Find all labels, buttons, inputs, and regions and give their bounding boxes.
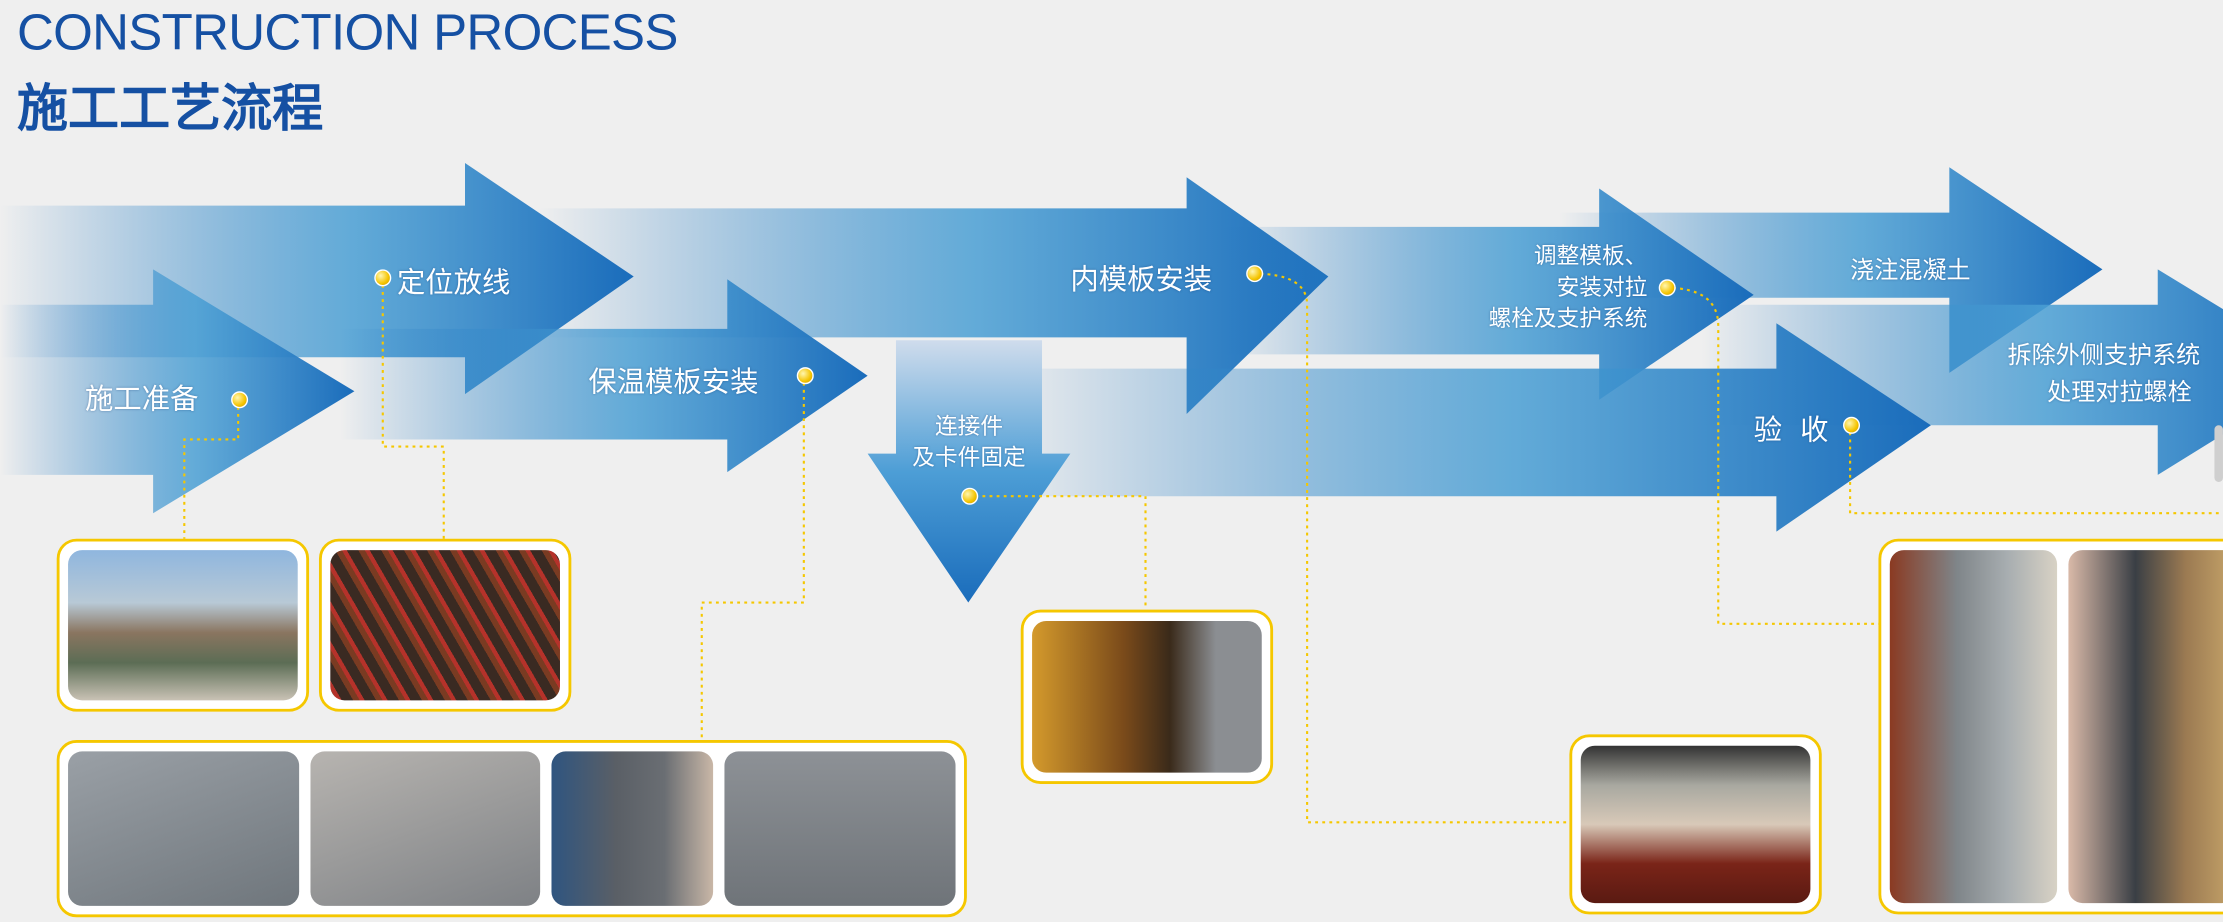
site-photo xyxy=(1032,620,1262,773)
title-english: CONSTRUCTION PROCESS xyxy=(17,2,678,61)
photo-frame-connectors xyxy=(1020,609,1274,784)
photo-frame-adjust xyxy=(1878,538,2223,915)
step-insulation-formwork: 保温模板安装 xyxy=(588,364,759,399)
step-adjust-formwork: 调整模板、 安装对拉 螺栓及支护系统 xyxy=(1432,241,1648,335)
step-marker-dot xyxy=(796,367,814,385)
arrow-insulation xyxy=(340,279,868,473)
site-photo xyxy=(1889,550,2058,904)
step-line: 连接件 xyxy=(934,412,1004,440)
arrow-prepare xyxy=(0,269,355,514)
step-line: 安装对拉 xyxy=(1556,273,1648,301)
photo-frame-insulation xyxy=(56,740,967,918)
site-photo xyxy=(1580,745,1811,904)
title-chinese: 施工工艺流程 xyxy=(17,80,324,139)
arrow-connectors xyxy=(867,340,1071,603)
arrow-inner-formwork xyxy=(538,177,1329,414)
step-remove-support: 拆除外侧支护系统 处理对拉螺栓 xyxy=(1985,337,2223,411)
step-marker-dot xyxy=(1658,279,1676,297)
step-positioning: 定位放线 xyxy=(396,265,511,300)
step-marker-dot xyxy=(231,391,249,409)
step-marker-dot xyxy=(374,269,392,287)
step-line: 拆除外侧支护系统 xyxy=(2007,341,2201,371)
site-photo xyxy=(724,751,956,906)
step-line: 螺栓及支护系统 xyxy=(1488,304,1648,332)
step-line: 处理对拉螺栓 xyxy=(2047,378,2192,407)
photo-frame-positioning xyxy=(318,538,572,712)
step-marker-dot xyxy=(961,487,979,505)
site-photo xyxy=(552,751,714,906)
site-photo xyxy=(310,751,541,906)
site-photo xyxy=(68,550,298,701)
site-photo xyxy=(68,751,299,906)
arrow-adjust xyxy=(1219,188,1754,400)
photo-frame-preparation xyxy=(56,538,310,712)
step-pour-concrete: 浇注混凝土 xyxy=(1850,256,1971,285)
arrow-acceptance xyxy=(992,323,1931,532)
step-prepare: 施工准备 xyxy=(85,381,199,416)
site-photo xyxy=(330,550,560,701)
step-line: 调整模板、 xyxy=(1533,242,1648,270)
step-marker-dot xyxy=(1843,416,1861,434)
step-marker-dot xyxy=(1246,265,1264,283)
step-line: 及卡件固定 xyxy=(912,443,1026,471)
photo-frame-inner-formwork xyxy=(1569,734,1822,915)
step-inner-formwork: 内模板安装 xyxy=(1070,262,1213,297)
step-acceptance: 验 收 xyxy=(1753,412,1829,447)
scrollbar[interactable] xyxy=(2214,425,2223,483)
site-photo xyxy=(2068,550,2223,904)
step-connectors: 连接件 及卡件固定 xyxy=(902,411,1037,473)
